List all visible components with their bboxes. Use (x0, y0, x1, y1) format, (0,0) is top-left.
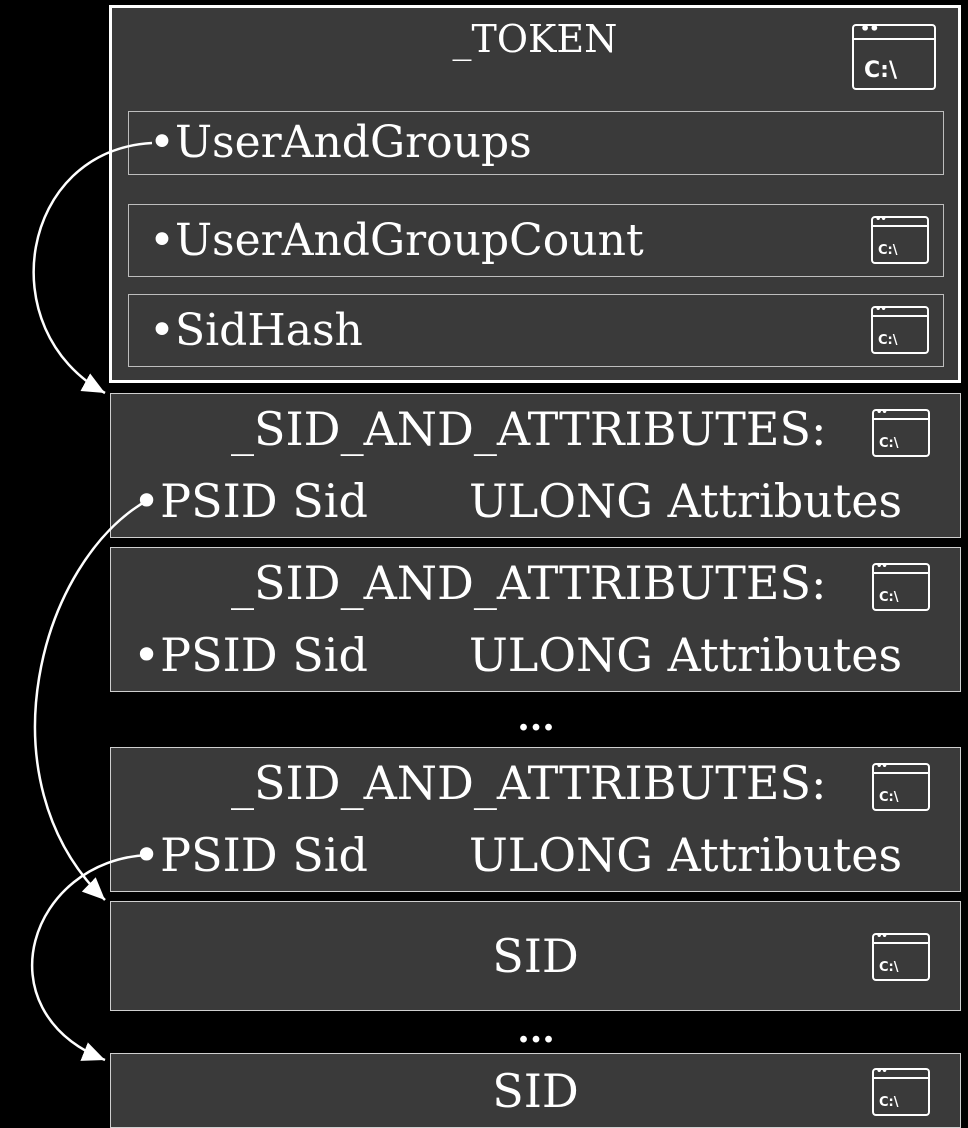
console-icon-prompt: C:\ (879, 436, 899, 451)
console-icon-bar (874, 1070, 928, 1079)
sid-label: SID (492, 929, 579, 983)
field-label: •UserAndGroupCount (149, 214, 644, 266)
field-label: •UserAndGroups (149, 117, 532, 168)
psid-sid-field: •PSID Sid (133, 628, 368, 682)
sid-label: SID (492, 1063, 579, 1118)
sid-and-attributes-title: _SID_AND_ATTRIBUTES: (231, 556, 827, 610)
field-user-and-group-count: •UserAndGroupCount •• C:\ (128, 204, 944, 277)
console-icon-dots: •• (876, 561, 888, 572)
ulong-attributes-field: ULONG Attributes (469, 628, 903, 682)
field-label: •SidHash (149, 304, 363, 356)
console-icon-bar (874, 565, 928, 574)
field-user-and-groups: •UserAndGroups (128, 111, 944, 175)
console-icon-dots: •• (875, 304, 887, 315)
console-icon-dots: •• (876, 1066, 888, 1077)
console-icon-dots: •• (860, 19, 879, 38)
console-icon-bar (854, 26, 934, 40)
console-icon-prompt: C:\ (879, 790, 899, 805)
ellipsis: ... (517, 1009, 555, 1051)
sid-box: SID •• C:\ (110, 1053, 961, 1128)
console-icon-dots: •• (875, 214, 887, 225)
console-icon-prompt: C:\ (878, 333, 898, 348)
console-icon: •• C:\ (871, 304, 929, 354)
field-sid-hash: •SidHash •• C:\ (128, 294, 944, 367)
console-icon: •• C:\ (872, 931, 930, 981)
console-icon: •• C:\ (852, 19, 936, 90)
console-icon-prompt: C:\ (864, 58, 897, 83)
token-title: _TOKEN (452, 17, 618, 61)
sid-box: SID •• C:\ (110, 901, 961, 1011)
console-icon: •• C:\ (872, 1066, 930, 1116)
console-icon-bar (873, 308, 927, 317)
console-icon-bar (874, 935, 928, 944)
ulong-attributes-field: ULONG Attributes (469, 474, 903, 528)
arrow-psid-to-sid-last (31, 853, 149, 1062)
console-icon: •• C:\ (872, 407, 930, 457)
arrow-psid-to-sid (33, 498, 149, 901)
console-icon-bar (874, 411, 928, 420)
console-icon-prompt: C:\ (879, 1095, 899, 1110)
sid-and-attributes-title: _SID_AND_ATTRIBUTES: (231, 756, 827, 810)
console-icon-dots: •• (876, 761, 888, 772)
ellipsis: ... (517, 697, 555, 739)
console-icon-dots: •• (876, 407, 888, 418)
sid-and-attributes-title: _SID_AND_ATTRIBUTES: (231, 402, 827, 456)
sid-and-attributes-box: _SID_AND_ATTRIBUTES: •PSID Sid ULONG Att… (110, 393, 961, 538)
console-icon-prompt: C:\ (879, 590, 899, 605)
sid-and-attributes-box: _SID_AND_ATTRIBUTES: •PSID Sid ULONG Att… (110, 747, 961, 892)
console-icon-bar (873, 218, 927, 227)
console-icon: •• C:\ (871, 214, 929, 264)
console-icon-prompt: C:\ (879, 960, 899, 975)
sid-and-attributes-box: _SID_AND_ATTRIBUTES: •PSID Sid ULONG Att… (110, 547, 961, 692)
console-icon-prompt: C:\ (878, 243, 898, 258)
arrow-usergroups-to-sidattr (32, 141, 153, 395)
psid-sid-field: •PSID Sid (133, 474, 368, 528)
console-icon-dots: •• (876, 931, 888, 942)
console-icon: •• C:\ (872, 761, 930, 811)
ulong-attributes-field: ULONG Attributes (469, 828, 903, 882)
console-icon: •• C:\ (872, 561, 930, 611)
console-icon-bar (874, 765, 928, 774)
psid-sid-field: •PSID Sid (133, 828, 368, 882)
